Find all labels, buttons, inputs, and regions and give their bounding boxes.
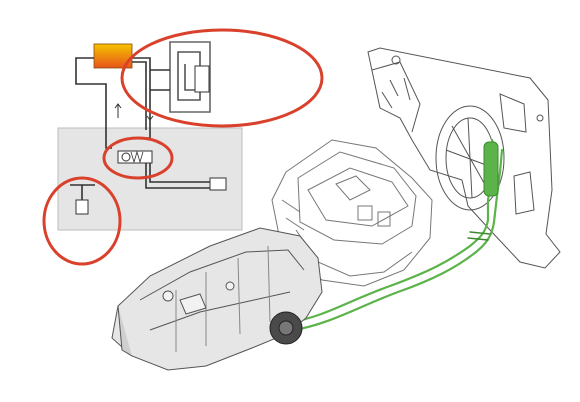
pump-symbol bbox=[75, 199, 89, 215]
outlet-block bbox=[209, 177, 227, 191]
check-valve-icon bbox=[121, 152, 131, 162]
highlight-pump bbox=[42, 176, 122, 266]
hydraulic-schematic bbox=[57, 41, 243, 231]
flow-arrow-up bbox=[114, 103, 122, 118]
engine-block bbox=[271, 139, 433, 287]
highlight-markers bbox=[42, 28, 324, 266]
fan-shroud-outline bbox=[435, 105, 505, 211]
cooler-hose-fitting bbox=[483, 141, 499, 197]
gearbox bbox=[111, 227, 323, 371]
spring-icon bbox=[130, 150, 144, 164]
highlight-thermostat bbox=[120, 28, 324, 128]
flow-arrow-down bbox=[146, 106, 154, 121]
circuit-lines bbox=[70, 41, 222, 210]
highlight-valve bbox=[102, 136, 174, 180]
thermostat-element bbox=[194, 65, 210, 93]
transmission-cooler-lines bbox=[288, 138, 504, 332]
valve-symbol bbox=[117, 150, 153, 164]
